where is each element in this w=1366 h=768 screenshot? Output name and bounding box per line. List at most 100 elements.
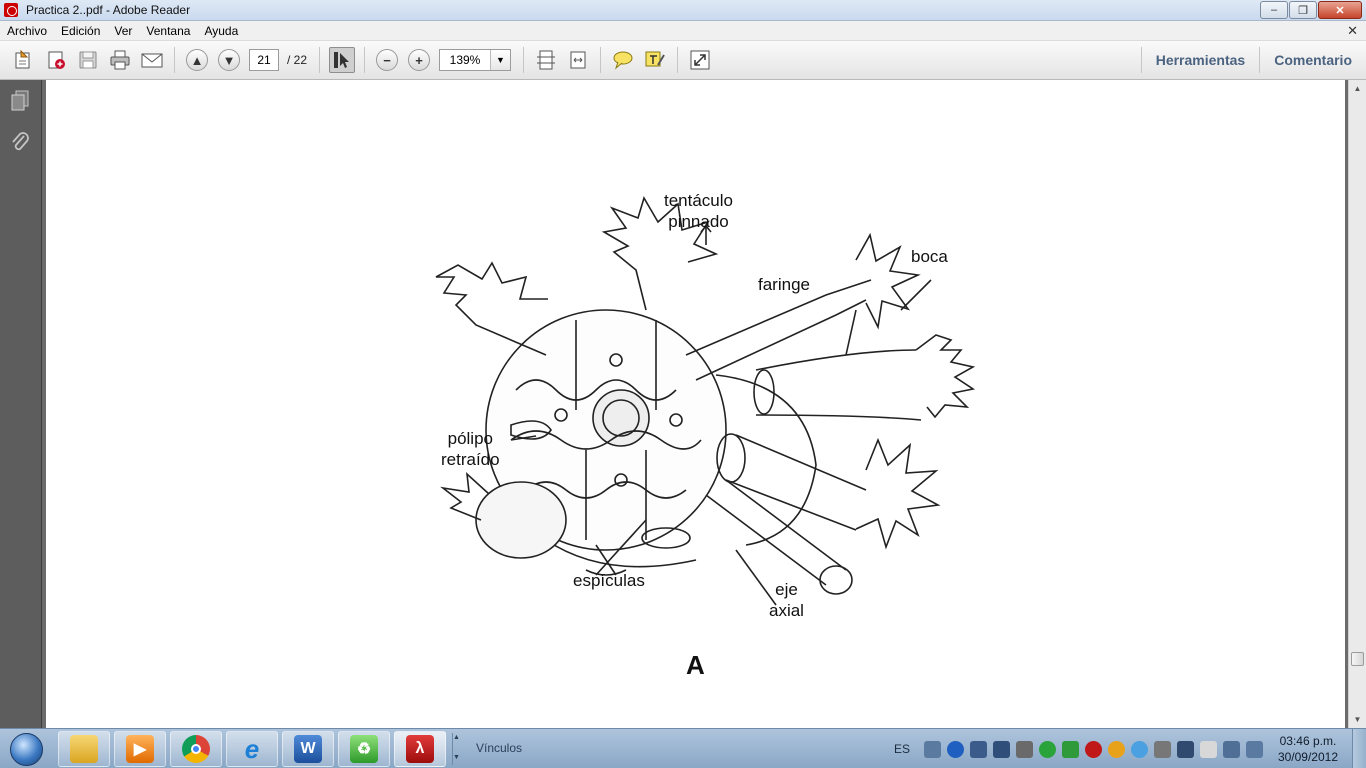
fit-page-icon[interactable] <box>533 47 559 73</box>
toolbar-separator <box>600 47 601 73</box>
toolbar-separator <box>319 47 320 73</box>
tray-app-icon[interactable] <box>1108 741 1125 758</box>
chrome-icon <box>182 735 210 763</box>
arrow-down-icon: ▼ <box>218 49 240 71</box>
highlight-text-icon[interactable] <box>642 47 668 73</box>
pdf-page[interactable]: tentáculo pinnado boca faringe pólipo re… <box>46 80 1345 728</box>
utorrent-icon[interactable] <box>1039 741 1056 758</box>
arrow-up-icon: ▲ <box>186 49 208 71</box>
tools-pane-link[interactable]: Herramientas <box>1142 52 1260 68</box>
open-file-icon[interactable] <box>11 47 37 73</box>
select-tool-button[interactable] <box>329 47 355 73</box>
monitor-icon[interactable] <box>1177 741 1194 758</box>
taskbar-app-green[interactable]: ♻ <box>338 731 390 767</box>
task-panes: Herramientas Comentario <box>1141 41 1366 79</box>
system-tray: ES <box>894 737 1263 761</box>
clock[interactable]: 03:46 p.m. 30/09/2012 <box>1278 733 1338 765</box>
window-title: Practica 2..pdf - Adobe Reader <box>26 3 190 17</box>
grid-icon[interactable] <box>1154 741 1171 758</box>
print-icon[interactable] <box>107 47 133 73</box>
links-toolbar-handle[interactable]: ▲▼ <box>452 733 460 765</box>
zoom-select[interactable]: 139% ▼ <box>439 49 511 71</box>
expand-icon[interactable] <box>687 47 713 73</box>
page-number-input[interactable]: 21 <box>249 49 279 71</box>
menu-edicion[interactable]: Edición <box>54 24 107 38</box>
zoom-out-button[interactable]: − <box>374 47 400 73</box>
window-controls: – ❐ ✕ <box>1260 1 1362 19</box>
help-icon[interactable] <box>947 741 964 758</box>
document-close-icon[interactable]: ✕ <box>1347 23 1358 39</box>
volume-icon[interactable] <box>1246 741 1263 758</box>
minus-icon: − <box>376 49 398 71</box>
windows-logo-icon <box>10 733 43 766</box>
media-player-icon: ▶ <box>126 735 154 763</box>
toolbar-separator <box>677 47 678 73</box>
record-icon[interactable] <box>1085 741 1102 758</box>
comment-note-icon[interactable] <box>610 47 636 73</box>
menu-ver[interactable]: Ver <box>107 24 139 38</box>
network-icon[interactable] <box>1223 741 1240 758</box>
create-pdf-icon[interactable] <box>43 47 69 73</box>
toolbar-separator <box>364 47 365 73</box>
zoom-value: 139% <box>440 50 490 70</box>
plus-icon: + <box>408 49 430 71</box>
close-button[interactable]: ✕ <box>1318 1 1362 19</box>
adobe-reader-icon: λ <box>406 735 434 763</box>
taskbar-explorer[interactable] <box>58 731 110 767</box>
taskbar-word[interactable]: W <box>282 731 334 767</box>
toolbar: ▲ ▼ 21 / 22 − + 139% ▼ Herramientas Come… <box>0 41 1366 80</box>
vertical-scrollbar[interactable]: ▲ ▼ <box>1348 80 1366 728</box>
scroll-up-icon[interactable]: ▲ <box>1349 80 1366 97</box>
chevron-down-icon[interactable]: ▼ <box>490 50 510 70</box>
figure-letter: A <box>686 650 705 681</box>
menu-ventana[interactable]: Ventana <box>139 24 197 38</box>
label-boca: boca <box>911 246 948 267</box>
clock-date: 30/09/2012 <box>1278 749 1338 765</box>
menu-ayuda[interactable]: Ayuda <box>197 24 245 38</box>
taskbar: ▶ e W ♻ λ ▲▼ Vínculos ES 03:46 p.m. 30/0… <box>0 728 1366 768</box>
comment-pane-link[interactable]: Comentario <box>1260 52 1366 68</box>
zoom-in-button[interactable]: + <box>406 47 432 73</box>
scroll-down-icon[interactable]: ▼ <box>1349 711 1366 728</box>
adobe-reader-icon <box>4 3 18 17</box>
label-faringe: faringe <box>758 274 810 295</box>
label-espiculas: espículas <box>573 570 645 591</box>
menu-bar: Archivo Edición Ver Ventana Ayuda ✕ <box>0 21 1366 41</box>
document-area: tentáculo pinnado boca faringe pólipo re… <box>42 80 1348 728</box>
chevron-up-icon[interactable] <box>970 741 987 758</box>
title-bar: Practica 2..pdf - Adobe Reader – ❐ ✕ <box>0 0 1366 21</box>
taskbar-chrome[interactable] <box>170 731 222 767</box>
network-app-icon[interactable] <box>993 741 1010 758</box>
links-toolbar-label[interactable]: Vínculos <box>476 741 522 755</box>
sync-icon[interactable] <box>1062 741 1079 758</box>
start-button[interactable] <box>4 731 48 767</box>
next-page-button[interactable]: ▼ <box>216 47 242 73</box>
label-polipo-retraido: pólipo retraído <box>441 428 500 470</box>
action-center-flag-icon[interactable] <box>1200 741 1217 758</box>
keyboard-icon[interactable] <box>924 741 941 758</box>
attachments-panel-icon[interactable] <box>9 132 31 154</box>
word-icon: W <box>294 735 322 763</box>
show-desktop-button[interactable] <box>1352 729 1366 768</box>
pages-panel-icon[interactable] <box>9 90 31 112</box>
label-tentaculo-pinnado: tentáculo pinnado <box>664 190 733 232</box>
email-icon[interactable] <box>139 47 165 73</box>
taskbar-media-player[interactable]: ▶ <box>114 731 166 767</box>
page-total: / 22 <box>287 53 307 67</box>
coral-polyp-figure: tentáculo pinnado boca faringe pólipo re… <box>346 190 1006 710</box>
minimize-button[interactable]: – <box>1260 1 1288 19</box>
recycle-app-icon: ♻ <box>350 735 378 763</box>
globe-icon[interactable] <box>1131 741 1148 758</box>
restore-button[interactable]: ❐ <box>1289 1 1317 19</box>
save-icon[interactable] <box>75 47 101 73</box>
settings-tray-icon[interactable] <box>1016 741 1033 758</box>
taskbar-internet-explorer[interactable]: e <box>226 731 278 767</box>
previous-page-button[interactable]: ▲ <box>184 47 210 73</box>
fit-width-icon[interactable] <box>565 47 591 73</box>
taskbar-adobe-reader[interactable]: λ <box>394 731 446 767</box>
language-indicator[interactable]: ES <box>894 742 910 756</box>
navigation-pane <box>0 80 42 728</box>
scroll-thumb[interactable] <box>1351 652 1364 666</box>
folder-icon <box>70 735 98 763</box>
menu-archivo[interactable]: Archivo <box>0 24 54 38</box>
